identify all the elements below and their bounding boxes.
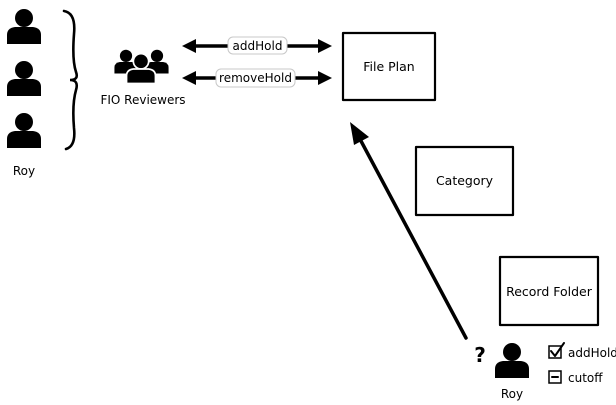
people-group-icon <box>114 49 169 85</box>
person-icon <box>7 61 41 96</box>
capability-cutoff: cutoff <box>548 370 603 385</box>
question-mark: ? <box>474 343 486 367</box>
file-plan-label: File Plan <box>363 59 414 74</box>
roy-user-label: Roy <box>501 387 523 401</box>
roy-group-label: Roy <box>13 164 35 178</box>
capability-label: addHold <box>568 346 616 360</box>
category-box: Category <box>414 145 515 217</box>
person-icon <box>495 343 529 378</box>
fio-reviewers-label: FIO Reviewers <box>100 93 185 107</box>
roy-user: Roy <box>495 343 529 401</box>
capability-add-hold: addHold <box>548 342 616 360</box>
record-folder-box: Record Folder <box>498 255 600 327</box>
checkbox-checked-icon <box>548 345 562 359</box>
file-plan-box: File Plan <box>341 31 437 102</box>
category-label: Category <box>436 173 494 188</box>
person-icon <box>7 113 41 148</box>
remove-hold-arrow: removeHold <box>182 68 332 88</box>
fio-reviewers-group: FIO Reviewers <box>100 49 186 107</box>
record-folder-label: Record Folder <box>506 284 593 299</box>
remove-hold-label: removeHold <box>219 71 292 85</box>
curly-brace <box>62 9 79 151</box>
access-arrow <box>350 122 468 340</box>
capability-label: cutoff <box>568 371 603 385</box>
add-hold-label: addHold <box>233 39 283 53</box>
add-hold-arrow: addHold <box>182 36 332 55</box>
roy-group: Roy <box>7 9 41 178</box>
person-icon <box>7 9 41 44</box>
capability-list: addHold cutoff <box>548 342 616 385</box>
